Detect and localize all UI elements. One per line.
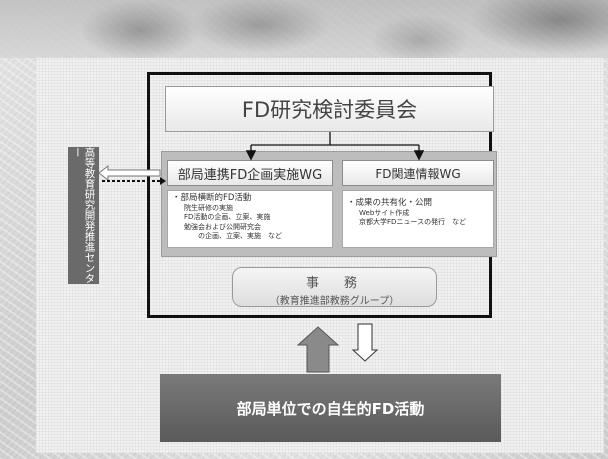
wg2-line: ・成果の共有化・公開 — [347, 198, 433, 208]
wg2-description: ・成果の共有化・公開 Webサイト作成 京都大学FDニュースの発行 など — [342, 190, 494, 248]
wg1-line: 勉強会および公開研究会 — [184, 222, 261, 231]
wg1-line: ・部局横断的FD活動 — [172, 193, 252, 203]
down-arrow — [351, 323, 379, 362]
office-title: 事 務 — [305, 276, 363, 291]
committee-box: FD研究検討委員会 — [165, 86, 494, 132]
center-label: 高等教育研究開発推進センター — [71, 147, 96, 284]
wg1-description: ・部局横断的FD活動 院生研修の実施 FD活動の企画、立案、実施 勉強会および公… — [167, 190, 333, 248]
wg1-line: の企画、立案、実施 など — [198, 232, 282, 240]
center-box: 高等教育研究開発推進センター — [68, 147, 99, 284]
wg1-title-box: 部局連携FD企画実施WG — [167, 160, 333, 186]
committee-to-wg-connector — [245, 132, 425, 161]
wg2-line: Webサイト作成 — [359, 208, 410, 217]
bottom-label: 部局単位での自生的FD活動 — [236, 399, 425, 418]
bottom-activity-box: 部局単位での自生的FD活動 — [160, 374, 501, 442]
office-subtitle: （教育推進部教務グループ） — [269, 296, 400, 307]
wg1-title: 部局連携FD企画実施WG — [177, 167, 323, 183]
wg2-title-box: FD関連情報WG — [342, 160, 494, 186]
decorative-banner — [0, 0, 608, 58]
center-wg-link — [98, 164, 166, 185]
office-box: 事 務 （教育推進部教務グループ） — [232, 267, 437, 307]
wg2-title: FD関連情報WG — [375, 166, 461, 181]
wg2-line: 京都大学FDニュースの発行 など — [359, 218, 467, 226]
committee-title: FD研究検討委員会 — [241, 98, 418, 122]
up-arrow — [296, 326, 340, 373]
wg1-line: FD活動の企画、立案、実施 — [184, 213, 271, 221]
wg1-line: 院生研修の実施 — [184, 203, 233, 212]
